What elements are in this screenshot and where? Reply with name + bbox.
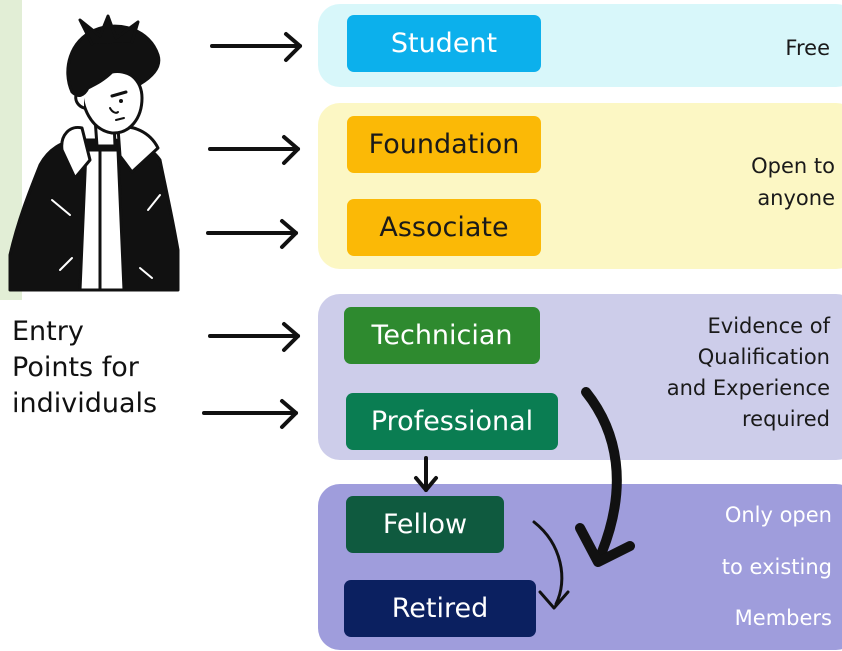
note-members-line2: to existing bbox=[721, 555, 832, 579]
arrow-right-icon bbox=[206, 219, 298, 249]
arrow-right-icon bbox=[202, 399, 298, 429]
entry-points-label: Entry Points for individuals bbox=[12, 316, 158, 419]
person-illustration-icon bbox=[8, 14, 180, 292]
arrow-right-icon bbox=[208, 322, 300, 352]
pill-associate: Associate bbox=[347, 199, 541, 256]
pill-fellow: Fellow bbox=[346, 496, 504, 553]
curved-arrow-icon bbox=[532, 520, 570, 610]
curved-arrow-icon bbox=[575, 387, 635, 567]
pill-professional: Professional bbox=[346, 393, 558, 450]
arrow-right-icon bbox=[208, 135, 300, 165]
pill-foundation: Foundation bbox=[347, 116, 541, 173]
arrow-right-icon bbox=[210, 32, 302, 62]
note-members-line1: Only open bbox=[724, 503, 832, 527]
decorative-stripe bbox=[0, 0, 22, 300]
pill-student: Student bbox=[347, 15, 541, 72]
pill-retired: Retired bbox=[344, 580, 536, 637]
note-open: Open to anyone bbox=[751, 154, 835, 210]
note-qualified: Evidence of Qualification and Experience… bbox=[666, 314, 830, 431]
note-student: Free bbox=[785, 36, 830, 60]
pill-technician: Technician bbox=[344, 307, 540, 364]
note-members-line3: Members bbox=[734, 606, 832, 630]
arrow-down-icon bbox=[414, 456, 438, 492]
